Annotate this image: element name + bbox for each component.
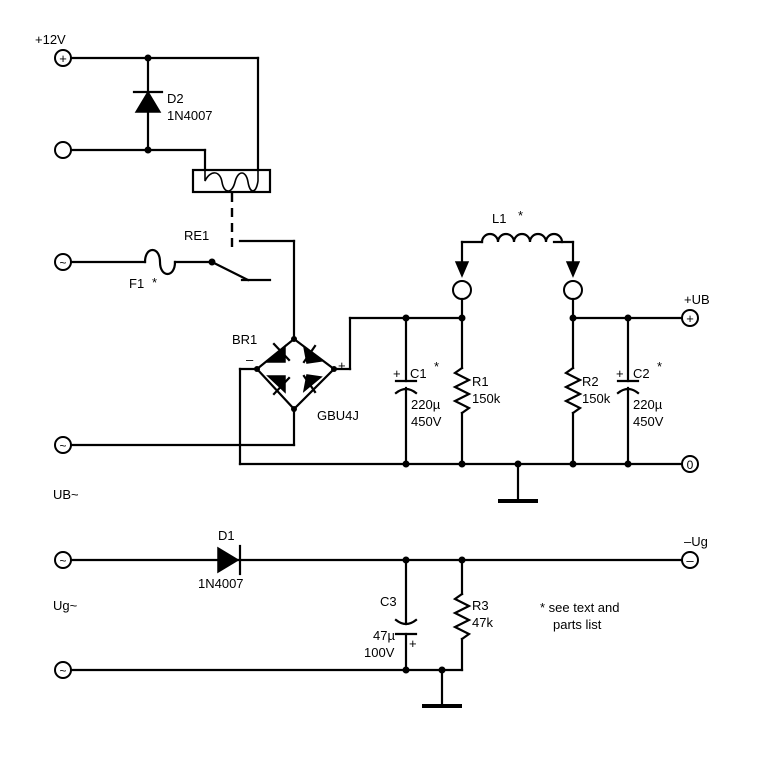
relay-coil bbox=[191, 168, 272, 194]
ground-symbol-ug bbox=[422, 668, 462, 708]
label-d1-part: 1N4007 bbox=[198, 576, 244, 591]
note-line-1: * see text and bbox=[540, 600, 620, 615]
br1-bridge-rectifier bbox=[254, 336, 337, 412]
label-d2-ref: D2 bbox=[167, 91, 184, 106]
label-fuse-star: * bbox=[152, 275, 157, 290]
label-c2-plus: + bbox=[616, 366, 624, 381]
label-r3-ref: R3 bbox=[472, 598, 489, 613]
label-supply-12v: +12V bbox=[35, 32, 66, 47]
label-r2-value: 150k bbox=[582, 391, 611, 406]
label-c1-value: 220µ bbox=[411, 397, 441, 412]
label-c1-plus: + bbox=[393, 366, 401, 381]
terminal-ac-symbol: ~ bbox=[59, 256, 66, 270]
terminal-plus-ub: + bbox=[681, 309, 699, 327]
d1-diode bbox=[217, 544, 242, 576]
label-c3-voltage: 100V bbox=[364, 645, 395, 660]
label-c2-star: * bbox=[657, 359, 662, 374]
bridge-diode-1 bbox=[266, 342, 291, 363]
label-c3-plus: + bbox=[409, 636, 417, 651]
label-r1-value: 150k bbox=[472, 391, 501, 406]
terminal-ug-ac-1: ~ bbox=[54, 551, 72, 569]
label-bridge-ref: BR1 bbox=[232, 332, 257, 347]
label-r2-ref: R2 bbox=[582, 374, 599, 389]
terminal-plus-symbol: + bbox=[686, 311, 694, 326]
label-r3-value: 47k bbox=[472, 615, 493, 630]
c1-capacitor bbox=[394, 316, 418, 466]
c2-capacitor bbox=[616, 316, 640, 466]
terminal-12v-return bbox=[54, 141, 72, 159]
c3-capacitor bbox=[394, 558, 418, 672]
l1-inductor bbox=[452, 232, 583, 320]
terminal-plus-12v: + bbox=[54, 49, 72, 67]
label-c2-value: 220µ bbox=[633, 397, 663, 412]
label-l1-ref: L1 bbox=[492, 211, 506, 226]
label-d2-part: 1N4007 bbox=[167, 108, 213, 123]
bridge-diode-2 bbox=[302, 344, 323, 364]
label-ug-ac: Ug~ bbox=[53, 598, 78, 613]
label-d1-ref: D1 bbox=[218, 528, 235, 543]
label-c3-ref: C3 bbox=[380, 594, 397, 609]
terminal-zero: 0 bbox=[681, 455, 699, 473]
label-out-zero: 0 bbox=[687, 458, 694, 472]
mains-input-circuit bbox=[69, 239, 296, 341]
terminal-minus-symbol: – bbox=[686, 553, 694, 568]
terminal-ac-symbol: ~ bbox=[59, 439, 66, 453]
terminal-ug-ac-2: ~ bbox=[54, 661, 72, 679]
d2-diode bbox=[132, 90, 164, 113]
terminal-ac-symbol: ~ bbox=[59, 664, 66, 678]
label-fuse-ref: F1 bbox=[129, 276, 144, 291]
f1-fuse bbox=[143, 248, 177, 276]
r2-resistor bbox=[563, 316, 583, 466]
label-c1-voltage: 450V bbox=[411, 414, 442, 429]
bridge-wiring bbox=[69, 316, 352, 466]
label-relay-ref: RE1 bbox=[184, 228, 209, 243]
terminal-minus-ug: – bbox=[681, 551, 699, 569]
label-bridge-plus: + bbox=[338, 358, 346, 373]
terminal-ac-symbol: ~ bbox=[59, 554, 66, 568]
label-l1-star: * bbox=[518, 208, 523, 223]
r1-resistor bbox=[452, 316, 472, 466]
label-r1-ref: R1 bbox=[472, 374, 489, 389]
terminal-mains-1: ~ bbox=[54, 253, 72, 271]
terminal-mains-2: ~ bbox=[54, 436, 72, 454]
re1-switch-blade bbox=[210, 260, 250, 282]
label-bridge-minus: – bbox=[246, 352, 254, 367]
label-c2-voltage: 450V bbox=[633, 414, 664, 429]
label-out-ug: –Ug bbox=[684, 534, 708, 549]
relay-coil-circuit bbox=[69, 54, 260, 172]
label-ub-ac: UB~ bbox=[53, 487, 79, 502]
terminal-plus-symbol: + bbox=[59, 51, 67, 66]
ground-symbol-ub bbox=[498, 462, 538, 503]
label-out-ub: +UB bbox=[684, 292, 710, 307]
label-c1-star: * bbox=[434, 359, 439, 374]
label-c3-value: 47µ bbox=[373, 628, 395, 643]
r3-resistor bbox=[452, 558, 472, 672]
bridge-diode-4 bbox=[302, 374, 323, 394]
label-bridge-part: GBU4J bbox=[317, 408, 359, 423]
label-c2-ref: C2 bbox=[633, 366, 650, 381]
note-line-2: parts list bbox=[553, 617, 602, 632]
bridge-diode-3 bbox=[266, 375, 291, 396]
label-c1-ref: C1 bbox=[410, 366, 427, 381]
